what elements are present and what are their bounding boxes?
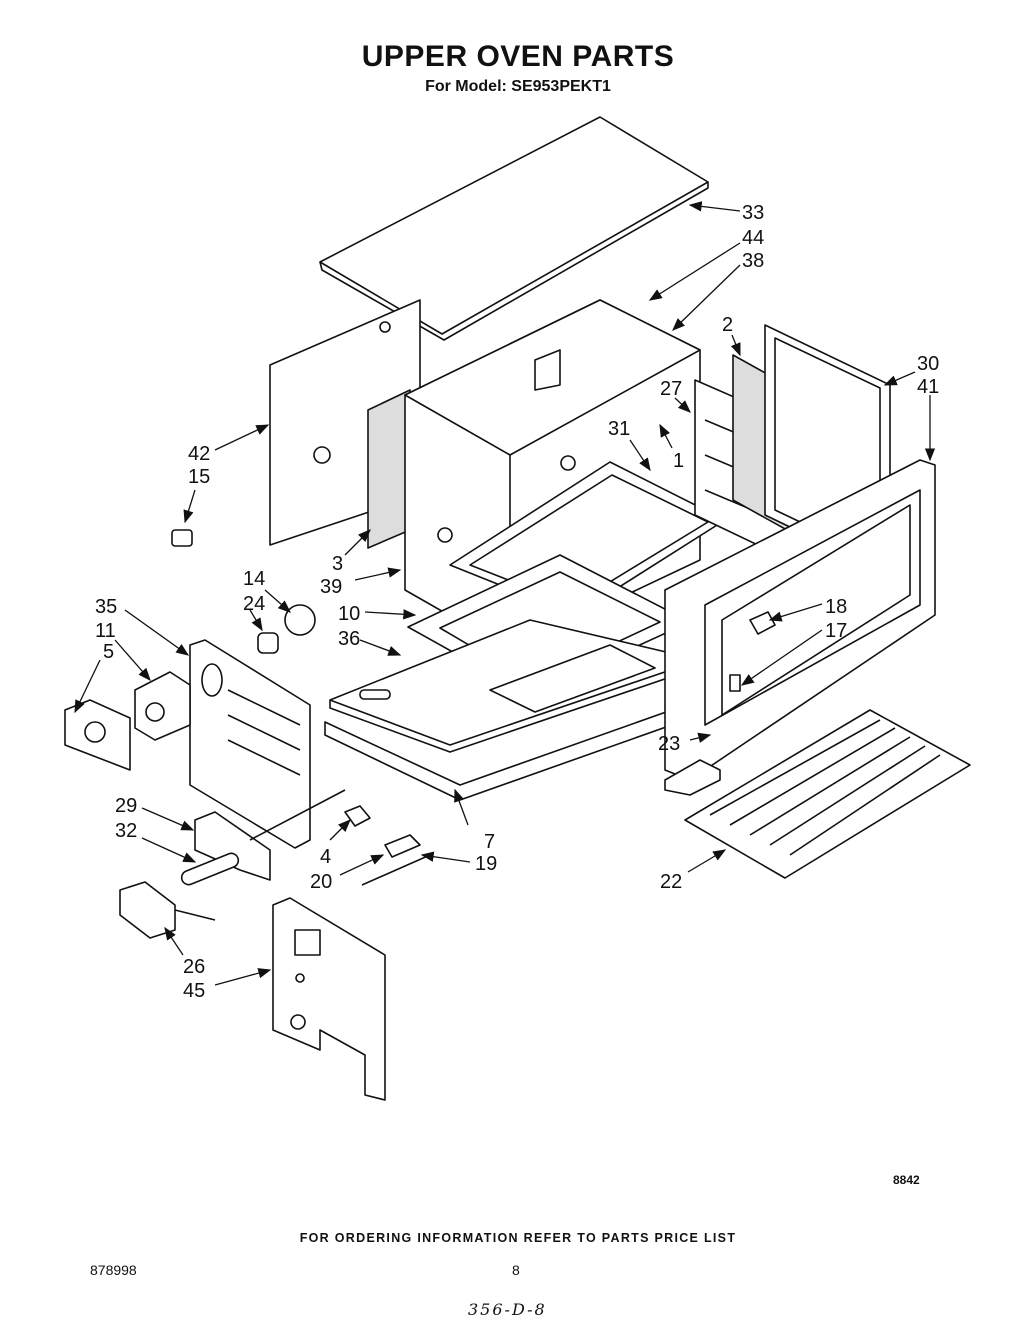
part-lower-panel bbox=[272, 897, 386, 1101]
part-bracket bbox=[64, 699, 131, 771]
callout-32: 32 bbox=[115, 820, 137, 842]
callout-17: 17 bbox=[825, 620, 847, 642]
document-number: 878998 bbox=[90, 1262, 137, 1278]
callout-26: 26 bbox=[183, 956, 205, 978]
ordering-info-note: FOR ORDERING INFORMATION REFER TO PARTS … bbox=[299, 1231, 737, 1245]
diagram-code: 8842 bbox=[893, 1173, 920, 1187]
callout-11: 11 bbox=[95, 620, 116, 642]
part-clip bbox=[344, 805, 371, 827]
callout-36: 36 bbox=[338, 628, 360, 650]
part-latch bbox=[729, 611, 776, 692]
part-terminal-strip bbox=[361, 834, 431, 886]
callout-2: 2 bbox=[722, 314, 733, 336]
handwritten-note: 356-D-8 bbox=[468, 1300, 547, 1319]
page-number: 8 bbox=[512, 1262, 520, 1278]
callout-29: 29 bbox=[115, 795, 137, 817]
callout-23: 23 bbox=[658, 733, 680, 755]
part-ignitor-module bbox=[119, 881, 216, 939]
callout-18: 18 bbox=[825, 596, 847, 618]
part-switch bbox=[171, 529, 193, 547]
part-terminal-block bbox=[134, 671, 191, 741]
light-bulb-icon bbox=[257, 604, 316, 654]
callout-30: 30 bbox=[917, 353, 939, 375]
part-control-panel bbox=[189, 639, 311, 849]
callout-leaders bbox=[74, 201, 936, 986]
part-top-panel bbox=[319, 116, 709, 341]
callout-10: 10 bbox=[338, 603, 360, 625]
callout-33: 33 bbox=[742, 202, 764, 224]
callout-5: 5 bbox=[103, 641, 114, 663]
callout-42: 42 bbox=[188, 443, 210, 465]
callout-4: 4 bbox=[320, 846, 331, 868]
part-insulation-left bbox=[367, 389, 411, 549]
callout-22: 22 bbox=[660, 871, 682, 893]
callout-19: 19 bbox=[475, 853, 497, 875]
callout-41: 41 bbox=[917, 376, 939, 398]
callout-39: 39 bbox=[320, 576, 342, 598]
callout-24: 24 bbox=[243, 593, 265, 615]
callout-20: 20 bbox=[310, 871, 332, 893]
part-door-hinge bbox=[664, 759, 721, 796]
callout-45: 45 bbox=[183, 980, 205, 1002]
model-subtitle: For Model: SE953PEKT1 bbox=[425, 78, 611, 95]
callout-44: 44 bbox=[742, 227, 764, 249]
callout-35: 35 bbox=[95, 596, 117, 618]
callout-31: 31 bbox=[608, 418, 630, 440]
callout-3: 3 bbox=[332, 553, 343, 575]
part-oven-rack bbox=[684, 709, 971, 879]
callout-15: 15 bbox=[188, 466, 210, 488]
callout-14: 14 bbox=[243, 568, 265, 590]
page-title: UPPER OVEN PARTS bbox=[361, 40, 675, 73]
part-front-frame bbox=[664, 459, 936, 781]
callout-38: 38 bbox=[742, 250, 764, 272]
part-valve-bracket bbox=[180, 789, 346, 886]
callout-27: 27 bbox=[660, 378, 682, 400]
callout-numbers: 33 44 38 2 30 41 27 31 1 42 15 3 39 14 2… bbox=[95, 202, 939, 1002]
callout-1: 1 bbox=[673, 450, 684, 472]
callout-7: 7 bbox=[484, 831, 495, 853]
